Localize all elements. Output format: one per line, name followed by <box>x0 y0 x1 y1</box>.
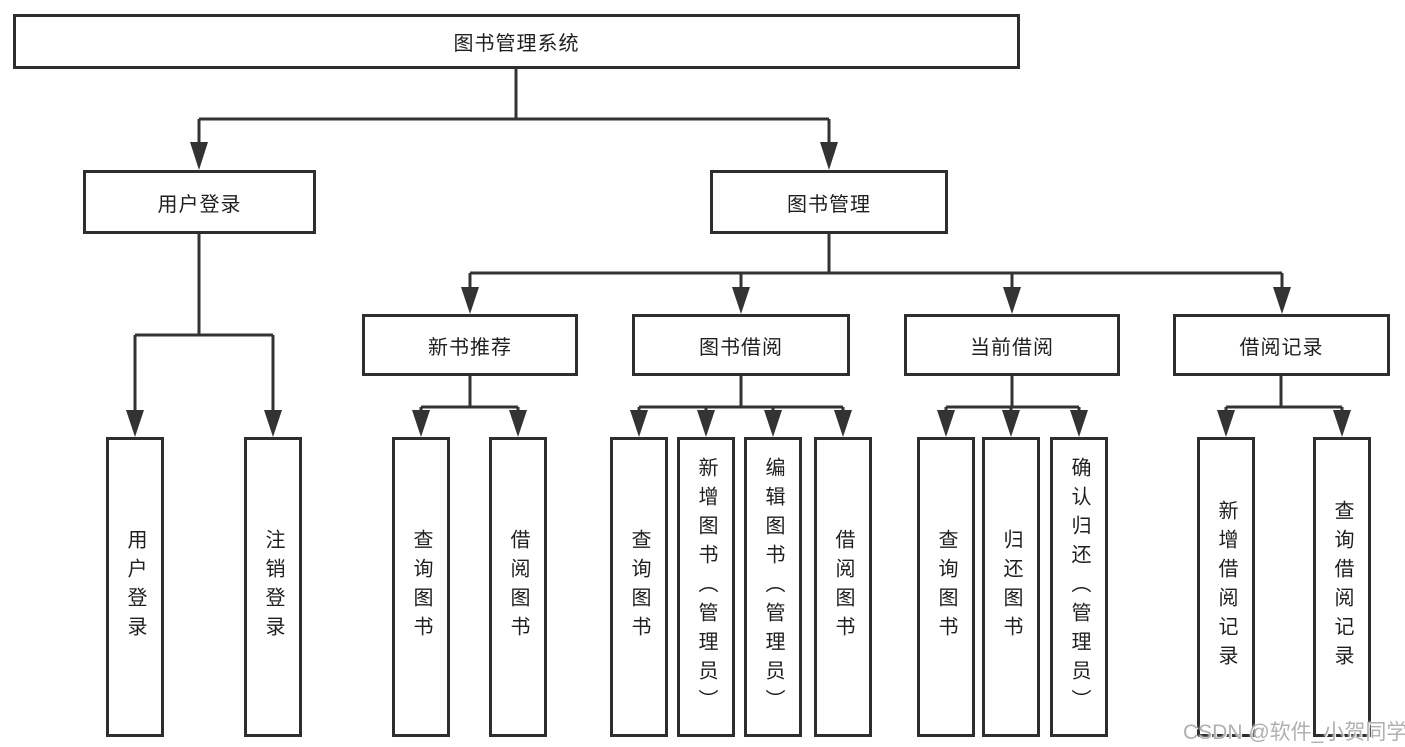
node-query-borrow-record-label: 查询借阅记录 <box>1331 500 1353 674</box>
node-edit-books-admin-label: 编辑图书（管理员） <box>762 456 784 718</box>
node-borrowing-records: 借阅记录 <box>1173 314 1390 376</box>
node-book-borrowing-label: 图书借阅 <box>699 336 783 359</box>
node-confirm-return-admin: 确认归还（管理员） <box>1050 437 1108 737</box>
node-library-system: 图书管理系统 <box>13 14 1020 69</box>
node-library-system-label: 图书管理系统 <box>453 33 580 55</box>
node-query-books-recommend-label: 查询图书 <box>410 529 432 645</box>
arrowheads <box>126 142 1351 437</box>
node-query-books-borrowing-label: 查询图书 <box>628 529 650 645</box>
node-borrow-books-borrowing-label: 借阅图书 <box>832 529 854 645</box>
node-add-borrow-record: 新增借阅记录 <box>1197 437 1255 737</box>
node-current-borrowing-label: 当前借阅 <box>970 336 1054 359</box>
node-book-management-label: 图书管理 <box>787 193 871 216</box>
node-borrow-books-borrowing: 借阅图书 <box>814 437 872 737</box>
node-book-management: 图书管理 <box>710 170 948 234</box>
node-user-login-action-label: 用户登录 <box>124 529 146 645</box>
node-new-book-recommend-label: 新书推荐 <box>428 336 512 359</box>
node-borrowing-records-label: 借阅记录 <box>1239 336 1324 359</box>
node-query-books-current-label: 查询图书 <box>935 529 957 645</box>
node-query-books-borrowing: 查询图书 <box>610 437 668 737</box>
node-query-borrow-record: 查询借阅记录 <box>1313 437 1371 737</box>
node-user-login-label: 用户登录 <box>157 193 242 216</box>
node-return-books: 归还图书 <box>982 437 1040 737</box>
node-query-books-recommend: 查询图书 <box>392 437 450 737</box>
node-book-borrowing: 图书借阅 <box>632 314 850 376</box>
watermark: CSDN @软件_小贺同学 <box>1183 721 1405 744</box>
node-logout: 注销登录 <box>244 437 302 737</box>
node-add-books-admin-label: 新增图书（管理员） <box>695 456 717 718</box>
node-borrow-books-recommend: 借阅图书 <box>489 437 547 737</box>
node-user-login: 用户登录 <box>83 170 316 234</box>
node-current-borrowing: 当前借阅 <box>904 314 1120 376</box>
node-add-borrow-record-label: 新增借阅记录 <box>1215 500 1237 674</box>
node-return-books-label: 归还图书 <box>1000 529 1022 645</box>
node-edit-books-admin: 编辑图书（管理员） <box>744 437 802 737</box>
node-borrow-books-recommend-label: 借阅图书 <box>507 529 529 645</box>
node-confirm-return-admin-label: 确认归还（管理员） <box>1068 456 1090 718</box>
node-new-book-recommend: 新书推荐 <box>362 314 578 376</box>
node-logout-label: 注销登录 <box>262 529 284 645</box>
node-user-login-action: 用户登录 <box>106 437 164 737</box>
node-add-books-admin: 新增图书（管理员） <box>677 437 735 737</box>
node-query-books-current: 查询图书 <box>917 437 975 737</box>
